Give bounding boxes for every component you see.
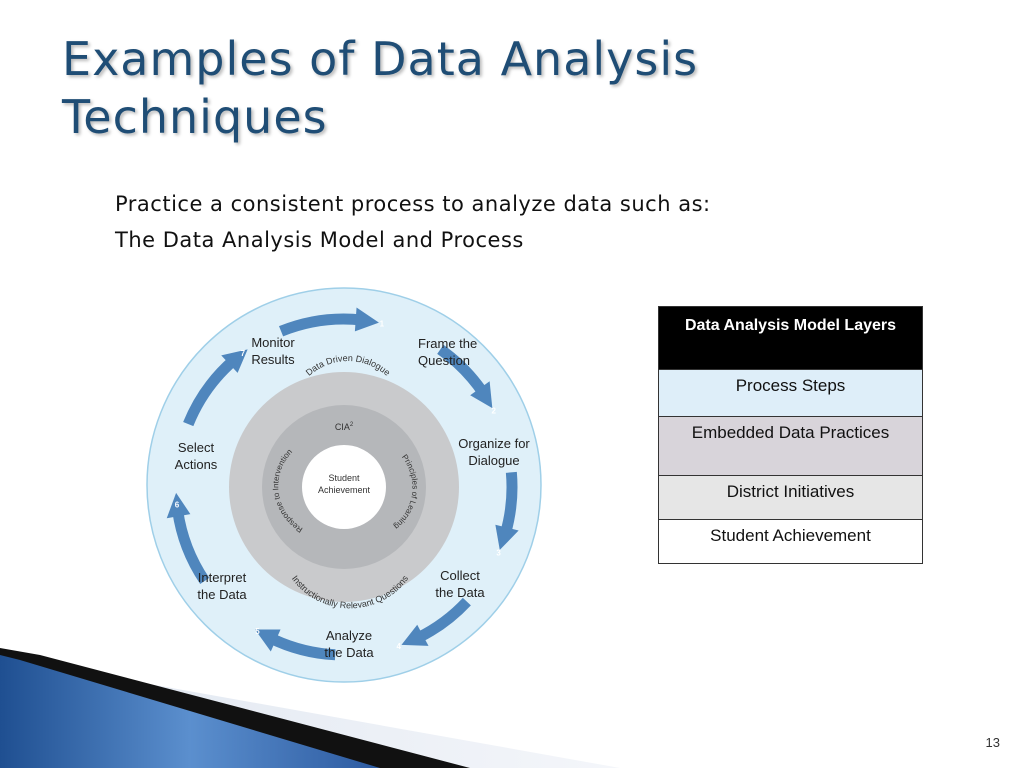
step-label: Select <box>178 440 215 455</box>
step-number: 4 <box>396 642 401 651</box>
cycle-arrowhead <box>401 624 429 646</box>
title-line-1: Examples of Data Analysis <box>62 32 699 86</box>
cia-label: CIA2 <box>335 422 354 432</box>
cycle-arrowhead <box>495 524 519 550</box>
step-label: Analyze <box>326 628 372 643</box>
step-label: Dialogue <box>468 453 519 468</box>
step-label: the Data <box>197 587 247 602</box>
step-label: the Data <box>435 585 485 600</box>
cycle-arrowhead <box>166 492 191 519</box>
table-header: Data Analysis Model Layers <box>658 306 923 370</box>
page-number: 13 <box>985 735 1000 750</box>
step-label: Organize for <box>458 436 530 451</box>
cycle-arrowhead <box>221 349 248 373</box>
step-label: Interpret <box>198 570 247 585</box>
step-label: Monitor <box>251 335 295 350</box>
step-label: Frame the <box>418 336 477 351</box>
step-label: Collect <box>440 568 480 583</box>
step-label: Results <box>251 352 295 367</box>
cycle-arrow <box>183 356 238 427</box>
step-label: Question <box>418 353 470 368</box>
step-number: 7 <box>241 349 246 358</box>
step-number: 1 <box>380 319 385 328</box>
center-label-line-1: Student <box>328 473 360 483</box>
page-title: Examples of Data Analysis Techniques <box>62 30 698 146</box>
step-number: 6 <box>175 501 180 510</box>
cycle-arrowhead <box>470 381 493 409</box>
cycle-arrow <box>172 509 210 585</box>
step-number: 2 <box>491 407 496 416</box>
table-row: Embedded Data Practices <box>658 416 923 476</box>
cycle-arrow <box>279 313 363 337</box>
step-number: 3 <box>496 549 501 558</box>
center-disc <box>302 445 386 529</box>
layers-table: Data Analysis Model Layers Process Steps… <box>658 306 923 564</box>
center-label-line-2: Achievement <box>318 485 371 495</box>
step-number: 5 <box>255 627 260 636</box>
bullet-list: Practice a consistent process to analyze… <box>115 186 711 258</box>
table-row: District Initiatives <box>658 475 923 520</box>
cycle-arrowhead <box>354 307 379 332</box>
bullet-item: The Data Analysis Model and Process <box>115 228 524 252</box>
table-row: Student Achievement <box>658 519 923 564</box>
cycle-arrowhead <box>254 629 281 652</box>
title-line-2: Techniques <box>62 90 328 144</box>
step-label: the Data <box>324 645 374 660</box>
cycle-arrow <box>500 471 518 535</box>
table-row: Process Steps <box>658 369 923 417</box>
step-label: Actions <box>175 457 218 472</box>
bullet-item: Practice a consistent process to analyze… <box>115 192 711 216</box>
